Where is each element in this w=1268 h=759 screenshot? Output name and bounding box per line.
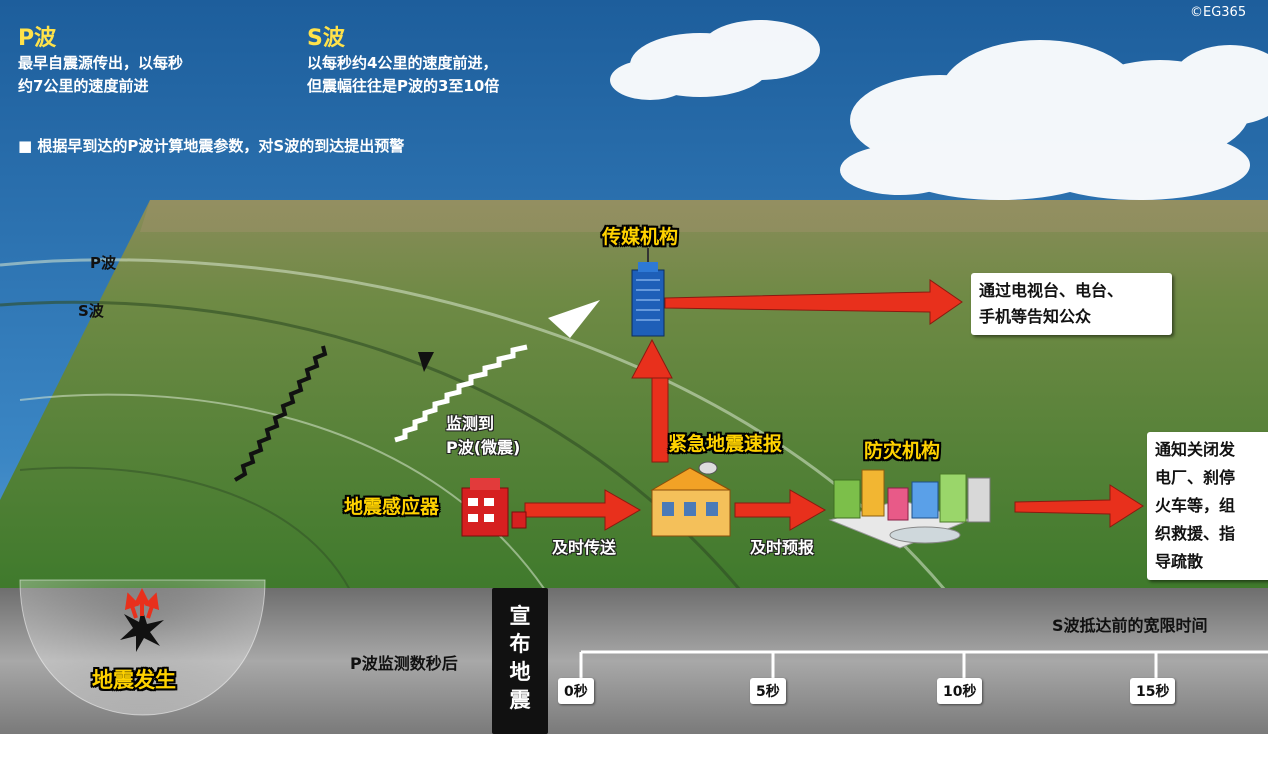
shutdown-notice-line: 通知关闭发: [1155, 440, 1236, 459]
announce-char: 宣: [509, 604, 531, 628]
public-notice-line: 通过电视台、电台、: [979, 281, 1124, 300]
arrow-media-to-public: [664, 279, 963, 325]
shutdown-notice-line: 织救援、指: [1155, 524, 1236, 543]
grace-period-label: S波抵达前的宽限时间: [1052, 616, 1208, 635]
shutdown-notice-line: 导疏散: [1155, 552, 1204, 571]
p-wave-ring-label: P波: [90, 254, 116, 272]
s-wave-description: 以每秒约4公里的速度前进， 但震幅往往是P波的3至10倍: [307, 52, 499, 98]
announce-char: 布: [509, 632, 531, 656]
forecast-label: 及时预报: [750, 538, 815, 557]
wave-rings: [0, 258, 947, 591]
arrow-bulletin-to-disaster: [734, 489, 827, 531]
p-wave-desc-line: 最早自震源传出，以每秒: [18, 54, 184, 72]
hypocenter-dome: [19, 579, 266, 716]
announce-char: 震: [509, 688, 531, 712]
bulletin-building: [650, 461, 731, 537]
hypocenter-icon: [120, 588, 164, 652]
p-wave-arrowhead: [548, 300, 600, 338]
detect-line: 监测到: [446, 414, 495, 433]
p-wave-desc-line: 约7公里的速度前进: [18, 77, 149, 95]
after-detection-label: P波监测数秒后: [350, 654, 458, 673]
p-wave-squiggle: [394, 344, 528, 443]
detect-line: P波(微震): [446, 438, 521, 457]
s-wave-title: S波: [307, 26, 345, 51]
sensor-building: [461, 478, 527, 537]
media-agency-label: 传媒机构: [602, 226, 679, 248]
media-tower: [631, 248, 665, 337]
public-notice-box: 通过电视台、电台、 手机等告知公众: [971, 273, 1172, 335]
s-wave-squiggle: [233, 345, 328, 482]
disaster-agency-label: 防灾机构: [864, 440, 941, 462]
bedrock-base: [0, 734, 1268, 759]
bullet-note-text: 根据早到达的P波计算地震参数，对S波的到达提出预警: [37, 137, 405, 155]
s-wave-ring-label: S波: [78, 302, 104, 320]
tick-15s: 15秒: [1130, 678, 1176, 704]
clouds: [610, 20, 1268, 200]
p-wave-description: 最早自震源传出，以每秒 约7公里的速度前进: [18, 52, 183, 98]
announce-earthquake-bar: 宣 布 地 震: [492, 588, 548, 734]
earthquake-occurs-label: 地震发生: [92, 668, 176, 692]
flow-arrows: [524, 279, 1144, 531]
shutdown-notice-box: 通知关闭发 电厂、刹停 火车等，组 织救援、指 导疏散: [1147, 432, 1268, 580]
timeline-axis: [579, 650, 1268, 680]
disaster-agency-buildings: [828, 469, 991, 549]
seismic-sensor-label: 地震感应器: [344, 496, 440, 518]
public-notice-line: 手机等告知公众: [979, 307, 1092, 326]
p-wave-title: P波: [18, 26, 57, 51]
terrain-horizon: [140, 200, 1268, 232]
announce-char: 地: [509, 660, 531, 684]
terrain-surface: [0, 200, 1268, 590]
arrow-sensor-to-bulletin: [524, 489, 642, 531]
tick-0s: 0秒: [558, 678, 594, 704]
shutdown-notice-line: 火车等，组: [1155, 496, 1236, 515]
tick-10s: 10秒: [937, 678, 983, 704]
arrow-bulletin-to-media: [631, 338, 673, 463]
emergency-bulletin-label: 紧急地震速报: [668, 433, 783, 455]
bullet-note: ■ 根据早到达的P波计算地震参数，对S波的到达提出预警: [18, 135, 404, 158]
arrow-disaster-to-public: [1014, 484, 1144, 528]
bullet-icon: ■: [18, 137, 33, 155]
s-wave-desc-line: 但震幅往往是P波的3至10倍: [307, 77, 500, 95]
copyright-label: ©EG365: [1190, 5, 1247, 20]
s-wave-desc-line: 以每秒约4公里的速度前进，: [307, 54, 498, 72]
p-wave-detected-label: 监测到 P波(微震): [446, 412, 520, 460]
tick-5s: 5秒: [750, 678, 786, 704]
transmit-label: 及时传送: [552, 538, 617, 557]
s-wave-arrowhead: [418, 352, 434, 372]
shutdown-notice-line: 电厂、刹停: [1155, 468, 1236, 487]
